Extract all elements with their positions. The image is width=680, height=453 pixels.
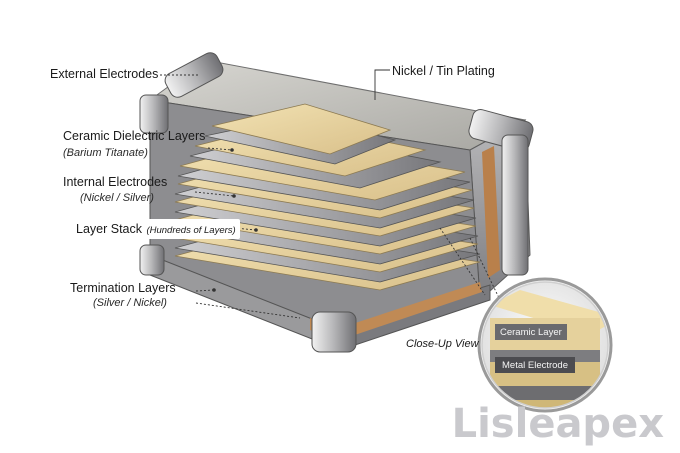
end-cap-right-bottom xyxy=(311,311,357,353)
brand-watermark: Lisleapex xyxy=(451,401,664,447)
label-termination: Termination Layers xyxy=(70,281,176,295)
closeup-lens xyxy=(477,277,613,413)
label-dielectric-sub: (Barium Titanate) xyxy=(63,147,148,159)
label-dielectric: Ceramic Dielectric Layers xyxy=(63,129,206,143)
leader-lines xyxy=(160,69,501,319)
closeup-ceramic-label: Ceramic Layer xyxy=(500,327,562,338)
label-layer-stack: Layer Stack (Hundreds of Layers) xyxy=(72,219,240,239)
layer-stack xyxy=(174,103,481,291)
label-stack: Layer Stack xyxy=(76,222,143,236)
closeup-metal-label: Metal Electrode xyxy=(502,360,569,371)
label-closeup: Close-Up View xyxy=(406,338,479,350)
leader-dots xyxy=(212,148,258,292)
label-plating: Nickel / Tin Plating xyxy=(392,64,495,78)
end-cap-left-bottom xyxy=(139,244,165,276)
end-cap-right-top xyxy=(468,109,534,276)
label-stack-sub: (Hundreds of Layers) xyxy=(146,225,236,236)
label-internal-sub: (Nickel / Silver) xyxy=(80,192,154,204)
label-external-electrodes: External Electrodes xyxy=(50,67,159,81)
label-internal: Internal Electrodes xyxy=(63,175,168,189)
label-termination-sub: (Silver / Nickel) xyxy=(93,297,167,309)
